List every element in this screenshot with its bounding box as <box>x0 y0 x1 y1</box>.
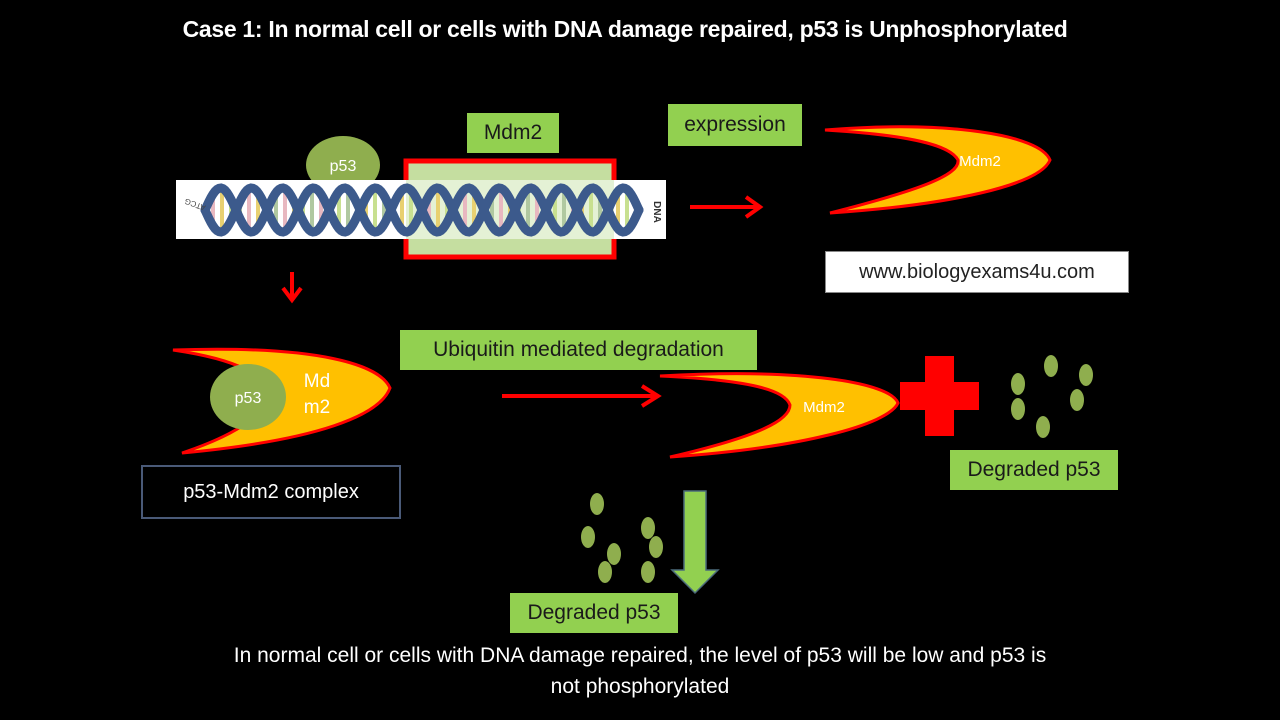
dna-base-pair <box>274 195 278 225</box>
dna-base-pair <box>535 190 539 230</box>
dna-base-pair <box>463 191 467 229</box>
arrow-down-complex <box>281 272 303 304</box>
dna-base-pair <box>526 190 530 230</box>
expression-label: expression <box>668 104 802 146</box>
dna-base-pair <box>427 199 431 221</box>
mdm2-protein-label: Mdm2 <box>959 153 1001 170</box>
mdm2-degrade-label: Mdm2 <box>803 399 845 416</box>
dna-base-pair <box>499 188 503 232</box>
dna-base-pair <box>337 194 341 226</box>
dna-base-pair <box>589 189 593 231</box>
dna-base-pair <box>625 188 629 232</box>
dna-base-pair <box>220 188 224 232</box>
mdm2-protein-shape <box>824 125 1052 215</box>
caption-line-2: not phosphorylated <box>550 675 730 698</box>
dna-text: DNA <box>651 201 662 223</box>
dna-base-pair <box>598 191 602 229</box>
arrow-down-green-icon <box>670 490 720 595</box>
complex-p53-shape <box>210 364 286 430</box>
dna-base-pair <box>373 188 377 232</box>
mdm2-degrade-shape <box>659 372 900 459</box>
mdm2-gene-label: Mdm2 <box>467 113 559 153</box>
dna-base-pair <box>616 194 620 226</box>
dna-base-pair <box>364 201 368 219</box>
complex-name-label: p53-Mdm2 complex <box>141 465 401 519</box>
dna-base-pair <box>409 188 413 232</box>
slide-title: Case 1: In normal cell or cells with DNA… <box>182 16 1068 42</box>
p53-bound-dna <box>306 136 380 194</box>
dna-base-pair <box>310 189 314 231</box>
dna-base-pair <box>247 190 251 230</box>
degradation-label: Ubiquitin mediated degradation <box>400 330 757 370</box>
dna-base-pair <box>211 197 215 223</box>
caption-line-1: In normal cell or cells with DNA damage … <box>233 644 1047 667</box>
dna-base-pair <box>490 197 494 223</box>
dna-base-pair <box>229 195 233 225</box>
dna-base-pair <box>445 194 449 226</box>
dna-base-pair <box>319 191 323 229</box>
degraded-bottom-label: Degraded p53 <box>510 593 678 633</box>
arrow-right-degradation <box>502 384 662 408</box>
degraded-fragments-right <box>1011 355 1093 438</box>
dna-base-pair <box>256 190 260 230</box>
complex-mdm2-label-1: Md <box>304 371 330 392</box>
arrow-right-expression <box>690 195 764 219</box>
dna-helix-image: DNA ATCG <box>176 180 666 239</box>
dna-base-pair <box>436 188 440 232</box>
degraded-right-label: Degraded p53 <box>950 450 1118 490</box>
dna-base-pair <box>301 203 305 217</box>
dna-base-pair <box>283 188 287 232</box>
dna-base-pair <box>382 192 386 228</box>
website-label: www.biologyexams4u.com <box>825 251 1129 293</box>
dna-base-pair <box>472 189 476 231</box>
complex-mdm2-label-2: m2 <box>304 397 330 418</box>
degraded-fragments-bottom <box>581 493 663 583</box>
p53-bound-label: p53 <box>330 158 357 175</box>
dna-base-pair <box>400 192 404 228</box>
dna-base-pair <box>508 195 512 225</box>
plus-icon <box>900 356 979 436</box>
dna-base-pair <box>346 188 350 232</box>
dna-base-pair <box>553 195 557 225</box>
dna-base-pair <box>562 188 566 232</box>
dna-base-pair <box>580 203 584 217</box>
caption: In normal cell or cells with DNA damage … <box>140 640 1140 702</box>
complex-p53-label: p53 <box>235 390 262 407</box>
